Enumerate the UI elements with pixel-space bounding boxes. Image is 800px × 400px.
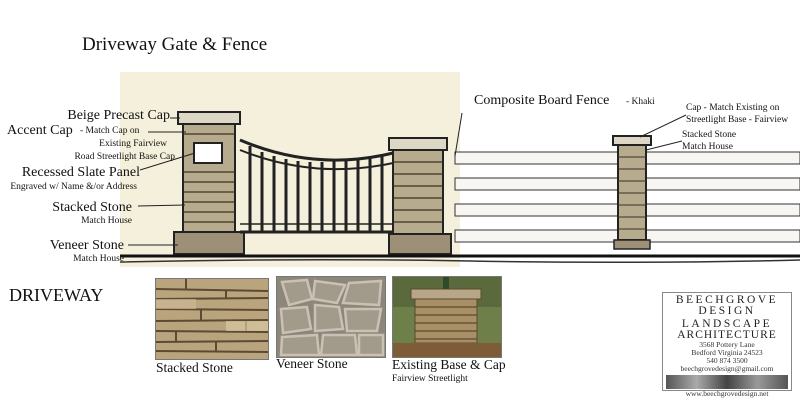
photo-existing-base — [392, 276, 502, 358]
label-stacked-note: Match House — [81, 216, 132, 226]
label-veneer-stone: Veneer Stone — [49, 238, 124, 253]
right-gate-pillar — [388, 137, 452, 255]
logo-line-4: ARCHITECTURE — [677, 329, 777, 341]
label-fence-note: - Khaki — [626, 97, 655, 107]
label-accent-cap-note: - Match Cap on — [80, 126, 140, 136]
label-accent-cap-note-2: Existing Fairview — [99, 139, 167, 149]
logo-photo-strip — [666, 375, 788, 389]
label-stacked-right: Stacked Stone — [682, 130, 737, 140]
logo-address-2: Bedford Virginia 24523 — [691, 348, 763, 357]
leader-lines — [128, 112, 687, 246]
label-accent-cap: Accent Cap — [7, 123, 73, 138]
left-pillar-cap — [177, 111, 241, 125]
label-slate-note: Engraved w/ Name &/or Address — [10, 182, 137, 192]
label-veneer-note: Match House — [73, 254, 124, 264]
photo-stacked-stone — [155, 278, 269, 360]
slate-panel — [193, 142, 223, 164]
caption-veneer-stone: Veneer Stone — [276, 356, 348, 371]
left-pillar-body — [182, 123, 236, 233]
photo-veneer-stone — [276, 276, 386, 358]
gate — [239, 138, 394, 234]
left-pillar-veneer-base — [173, 231, 245, 255]
logo-email: beechgrovedesign@gmail.com — [680, 364, 774, 373]
caption-existing-base-note: Fairview Streetlight — [392, 374, 468, 384]
label-beige-cap: Beige Precast Cap — [67, 108, 170, 123]
fence-pillar — [612, 135, 652, 250]
label-stacked-right-2: Match House — [682, 142, 733, 152]
label-fence: Composite Board Fence — [474, 93, 610, 108]
gate-bars — [248, 146, 384, 232]
label-driveway: DRIVEWAY — [9, 285, 104, 305]
label-cap-right-2: Streetlight Base - Fairview — [686, 115, 789, 125]
left-pillar — [173, 111, 245, 255]
logo-line-3: LANDSCAPE — [681, 318, 773, 330]
logo-address-1: 3568 Pottery Lane — [699, 340, 755, 349]
label-stacked-stone: Stacked Stone — [52, 200, 132, 215]
label-accent-cap-note-3: Road Streetlight Base Cap — [74, 152, 175, 162]
label-cap-right: Cap - Match Existing on — [686, 103, 780, 113]
logo-line-1: BEECHGROVE — [675, 294, 779, 306]
caption-existing-base: Existing Base & Cap — [392, 357, 506, 372]
left-pillar-stones — [183, 133, 235, 223]
logo-web[interactable]: www.beechgrovedesign.net — [685, 389, 769, 398]
company-logo: BEECHGROVE DESIGN LANDSCAPE ARCHITECTURE… — [662, 292, 792, 398]
logo-line-2: DESIGN — [698, 305, 756, 317]
caption-stacked-stone: Stacked Stone — [156, 360, 233, 375]
logo-phone: 540 874 3500 — [706, 356, 748, 365]
page-title: Driveway Gate & Fence — [82, 34, 268, 55]
label-slate-panel: Recessed Slate Panel — [21, 165, 140, 180]
right-pillar-cap — [388, 137, 448, 151]
